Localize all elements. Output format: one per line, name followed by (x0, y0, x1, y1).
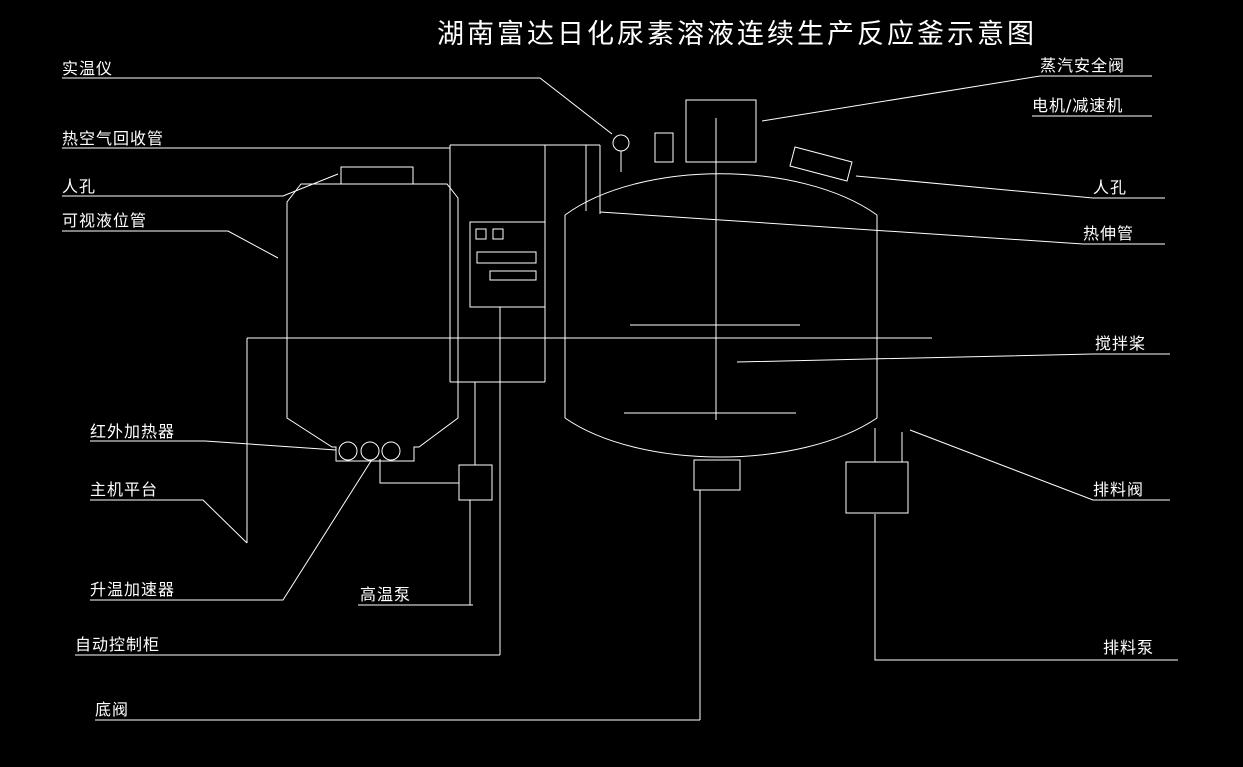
label-main-platform: 主机平台 (90, 480, 159, 499)
cabinet-slot (489, 270, 537, 281)
infrared-heater-element (381, 441, 401, 461)
temperature-gauge (612, 134, 630, 152)
label-discharge-valve: 排料阀 (1093, 480, 1145, 499)
leader-auto-control-cabinet (75, 307, 501, 656)
label-infrared-heater: 红外加热器 (90, 422, 176, 441)
leader-infrared-heater (90, 440, 337, 451)
label-heating-accelerator: 升温加速器 (90, 580, 176, 599)
cabinet-indicator (492, 228, 504, 240)
main-reactor (564, 99, 909, 514)
dome-manhole (789, 146, 853, 182)
leader-agitator-paddle (736, 353, 1170, 363)
leader-lines (62, 75, 1178, 721)
control-cabinet-box (469, 221, 546, 308)
label-bottom-valve: 底阀 (95, 700, 130, 719)
label-manhole-right: 人孔 (1093, 178, 1128, 197)
leader-temp-instrument (62, 77, 613, 135)
leader-heating-accelerator (90, 460, 372, 601)
bottom-valve-body (693, 459, 741, 491)
label-agitator-paddle: 搅拌桨 (1095, 334, 1147, 353)
cabinet-indicator (475, 228, 487, 240)
leader-bottom-valve (95, 490, 701, 721)
leader-discharge-valve (909, 429, 1170, 501)
steam-safety-valve-body (654, 132, 674, 163)
label-temp-instrument: 实温仪 (62, 59, 114, 78)
infrared-heater-element (338, 441, 358, 461)
center-structure (449, 144, 601, 383)
pump-inlet-pipe (379, 459, 459, 484)
label-visible-level-tube: 可视液位管 (62, 211, 148, 230)
leader-high-temp-pump (358, 500, 473, 606)
main-platform-lines (246, 337, 932, 543)
cabinet-slot (476, 251, 537, 264)
leader-heat-extension-pipe (599, 211, 1165, 245)
label-auto-control-cabinet: 自动控制柜 (75, 635, 161, 654)
leader-discharge-pump (874, 514, 1178, 661)
high-temp-pump-assembly (379, 382, 493, 501)
label-motor-reducer: 电机/减速机 (1032, 96, 1124, 115)
reactor-bottom (564, 417, 878, 458)
label-steam-safety-valve: 蒸汽安全阀 (1040, 56, 1126, 75)
leader-manhole-right (855, 175, 1165, 199)
left-vessel-manhole (340, 166, 414, 185)
reactor-dome (564, 173, 878, 216)
leader-steam-safety-valve (761, 75, 1152, 122)
label-discharge-pump: 排料泵 (1103, 638, 1155, 657)
motor-reducer-box (685, 99, 757, 163)
discharge-valve-box (845, 461, 909, 514)
label-high-temp-pump: 高温泵 (360, 585, 412, 604)
label-manhole-left: 人孔 (62, 177, 97, 196)
left-vessel-outline (286, 183, 459, 462)
label-heat-extension-pipe: 热伸管 (1083, 224, 1135, 243)
diagram-title: 湖南富达日化尿素溶液连续生产反应釜示意图 (437, 19, 1037, 50)
infrared-heater-element (360, 441, 380, 461)
leader-manhole-left (62, 173, 339, 197)
leader-main-platform (90, 499, 248, 544)
leader-visible-level-tube (62, 230, 279, 259)
high-temp-pump-box (458, 464, 493, 501)
left-vessel (286, 166, 459, 462)
label-hot-air-recovery-pipe: 热空气回收管 (62, 129, 165, 148)
